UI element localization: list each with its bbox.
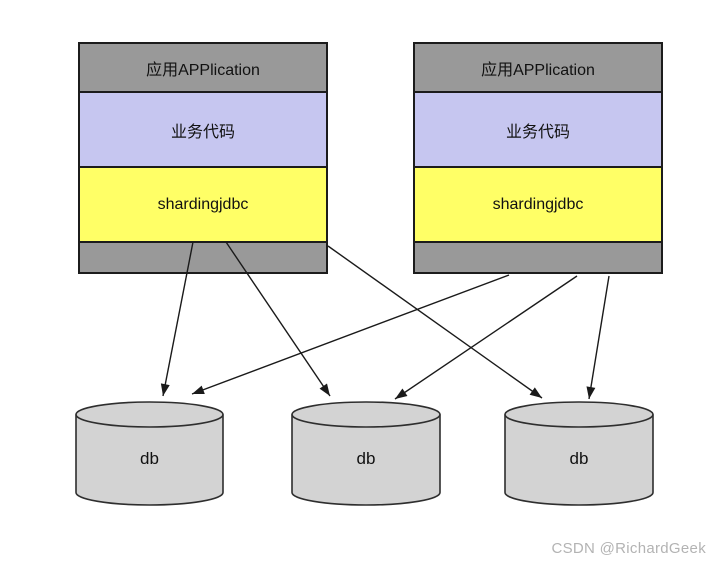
- app2-sharding-layer: shardingjdbc: [415, 168, 661, 243]
- db2-label: db: [357, 449, 376, 468]
- db3-label: db: [570, 449, 589, 468]
- watermark: CSDN @RichardGeek: [551, 540, 706, 557]
- arrow-app2-to-db3: [586, 275, 610, 400]
- app2-box: 应用APPlication 业务代码 shardingjdbc: [413, 42, 663, 274]
- app1-sharding-layer: shardingjdbc: [80, 168, 326, 243]
- db2-cylinder: db: [291, 401, 441, 506]
- arrow-app2-to-db1: [191, 274, 510, 395]
- app2-footer-band: [415, 243, 661, 272]
- db3-cylinder-rim: [504, 414, 654, 428]
- db1-cylinder-rim: [75, 414, 224, 428]
- app2-title: 应用APPlication: [415, 44, 661, 93]
- app2-business-layer: 业务代码: [415, 93, 661, 168]
- app1-box: 应用APPlication 业务代码 shardingjdbc: [78, 42, 328, 274]
- app1-footer-band: [80, 243, 326, 272]
- db1-cylinder: db: [75, 401, 224, 506]
- app1-title: 应用APPlication: [80, 44, 326, 93]
- db1-cylinder-body: [75, 401, 224, 506]
- db3-cylinder-body: [504, 401, 654, 506]
- db1-label: db: [140, 449, 159, 468]
- db2-cylinder-rim: [291, 414, 441, 428]
- db3-cylinder: db: [504, 401, 654, 506]
- db2-cylinder-body: [291, 401, 441, 506]
- arrow-app2-to-db2: [394, 275, 578, 400]
- app1-business-layer: 业务代码: [80, 93, 326, 168]
